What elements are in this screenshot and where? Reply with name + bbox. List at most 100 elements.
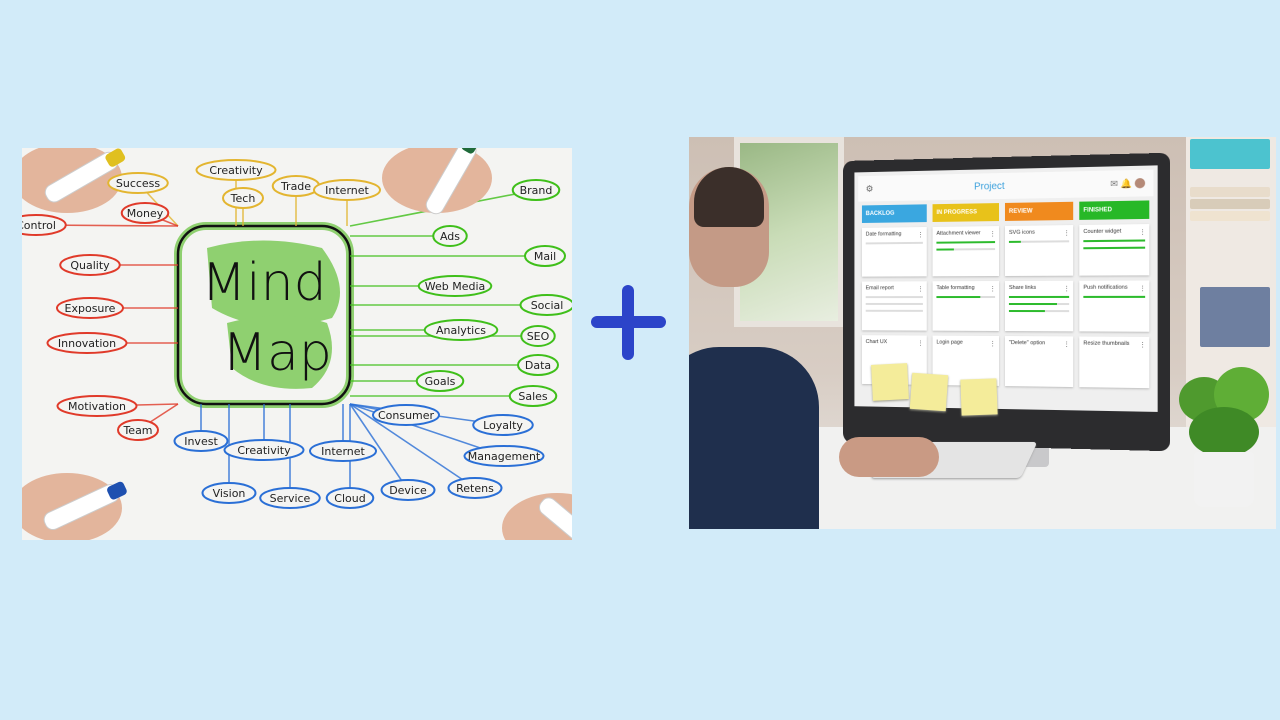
progress-bar xyxy=(865,296,923,299)
avatar xyxy=(1134,178,1146,189)
progress-bar xyxy=(1008,240,1070,243)
node-label: Money xyxy=(127,207,164,220)
more-icon[interactable]: ⋮ xyxy=(1063,341,1071,349)
node-outline xyxy=(56,297,124,319)
mind-map-node: Web Media xyxy=(417,275,493,297)
node-label: Internet xyxy=(321,445,365,458)
node-outline xyxy=(447,477,503,499)
more-icon[interactable]: ⋮ xyxy=(1063,285,1071,293)
column-header: BACKLOG xyxy=(861,204,927,223)
mind-map-node: Money xyxy=(120,202,170,224)
progress-bar xyxy=(865,241,923,245)
progress-bar xyxy=(936,248,996,251)
connector-arrow xyxy=(349,403,476,489)
more-icon[interactable]: ⋮ xyxy=(989,340,997,348)
mind-map-node: SEO xyxy=(520,325,556,347)
node-label: Quality xyxy=(70,259,110,272)
bell-icon: 🔔 xyxy=(1120,177,1133,189)
task-title: SVG icons xyxy=(1008,229,1035,236)
node-label: Service xyxy=(270,492,311,505)
task-card[interactable]: Date formatting ⋮ xyxy=(861,227,927,277)
task-title: Date formatting xyxy=(865,231,902,238)
hand-with-marker xyxy=(502,493,572,540)
task-card[interactable]: "Delete" option⋮ xyxy=(1004,336,1074,388)
more-icon[interactable]: ⋮ xyxy=(989,231,997,239)
sticky-note xyxy=(909,372,949,412)
node-label: Analytics xyxy=(436,324,486,337)
node-label: Social xyxy=(531,299,564,312)
mind-map-node: Motivation xyxy=(56,395,138,417)
node-label: Brand xyxy=(520,184,553,197)
mind-map-node: Success xyxy=(107,172,169,194)
node-label: Motivation xyxy=(68,400,126,413)
mind-map-node: Team xyxy=(117,419,159,441)
more-icon[interactable]: ⋮ xyxy=(917,286,924,294)
progress-bar xyxy=(1083,295,1146,298)
highlight-mark xyxy=(207,240,340,326)
mind-map-node: Brand xyxy=(511,179,561,201)
node-outline xyxy=(463,445,545,467)
task-title: Push notifications xyxy=(1083,284,1128,291)
node-outline xyxy=(173,430,229,452)
task-title: Resize thumbnails xyxy=(1083,340,1130,347)
person xyxy=(689,157,849,529)
node-label: Cloud xyxy=(334,492,365,505)
node-outline xyxy=(325,487,375,509)
progress-bar xyxy=(1083,246,1146,250)
task-card[interactable]: SVG icons ⋮ xyxy=(1004,225,1074,276)
node-outline xyxy=(472,414,534,436)
mail-icon: ✉ xyxy=(1110,178,1118,189)
task-card[interactable]: Resize thumbnails ⋮ xyxy=(1079,336,1150,389)
task-title: Email report xyxy=(865,285,894,292)
mind-map-node: Retens xyxy=(447,477,503,499)
column-label: BACKLOG xyxy=(865,210,895,218)
hand-with-marker xyxy=(22,148,126,213)
node-outline xyxy=(313,179,381,201)
more-icon[interactable]: ⋮ xyxy=(1138,229,1147,237)
mind-map-node: Social xyxy=(519,294,572,316)
node-outline xyxy=(520,325,556,347)
task-title: Counter widget xyxy=(1083,228,1122,236)
more-icon[interactable]: ⋮ xyxy=(1138,285,1147,293)
more-icon[interactable]: ⋮ xyxy=(1138,341,1147,350)
progress-bar xyxy=(1008,310,1070,313)
task-card[interactable]: Email report ⋮ xyxy=(861,281,927,331)
node-label: Team xyxy=(122,424,152,437)
mind-map-node: Exposure xyxy=(56,297,124,319)
node-outline xyxy=(259,487,321,509)
node-label: Management xyxy=(468,450,541,463)
mind-map-node: Innovation xyxy=(46,332,128,354)
mind-map-node: Internet xyxy=(309,440,377,462)
progress-bar xyxy=(865,302,923,305)
task-title: Table formatting xyxy=(936,285,975,292)
node-outline xyxy=(223,439,305,461)
more-icon[interactable]: ⋮ xyxy=(1063,230,1071,238)
task-card[interactable]: Attachment viewer⋮ xyxy=(932,226,1000,277)
more-icon[interactable]: ⋮ xyxy=(917,340,924,348)
task-card[interactable]: Share links ⋮ xyxy=(1004,280,1074,332)
mind-map-node: Cloud xyxy=(325,487,375,509)
mind-map-node: Goals xyxy=(415,370,465,392)
column-label: FINISHED xyxy=(1083,207,1113,214)
column-header: FINISHED xyxy=(1079,200,1150,220)
mind-map-node: Loyalty xyxy=(472,414,534,436)
task-card[interactable]: Push notifications ⋮ xyxy=(1079,280,1150,332)
more-icon[interactable]: ⋮ xyxy=(989,286,997,294)
task-card[interactable]: Counter widget ⋮ xyxy=(1079,224,1150,276)
kanban-column: BACKLOG Date formatting ⋮ Email report ⋮ Char… xyxy=(861,204,927,385)
mind-map-node: Analytics xyxy=(423,319,499,341)
node-outline xyxy=(120,202,170,224)
more-icon[interactable]: ⋮ xyxy=(917,231,924,239)
center-title-line2: Map xyxy=(222,323,332,383)
progress-bar xyxy=(1083,239,1146,243)
task-title: Share links xyxy=(1008,284,1037,291)
mind-map-node: Service xyxy=(259,487,321,509)
mind-map-node: Trade xyxy=(271,175,321,197)
task-card[interactable]: Table formatting ⋮ xyxy=(932,281,1000,331)
hand-with-marker xyxy=(382,148,492,215)
task-title: Chart UX xyxy=(865,339,888,346)
node-label: Web Media xyxy=(425,280,486,293)
